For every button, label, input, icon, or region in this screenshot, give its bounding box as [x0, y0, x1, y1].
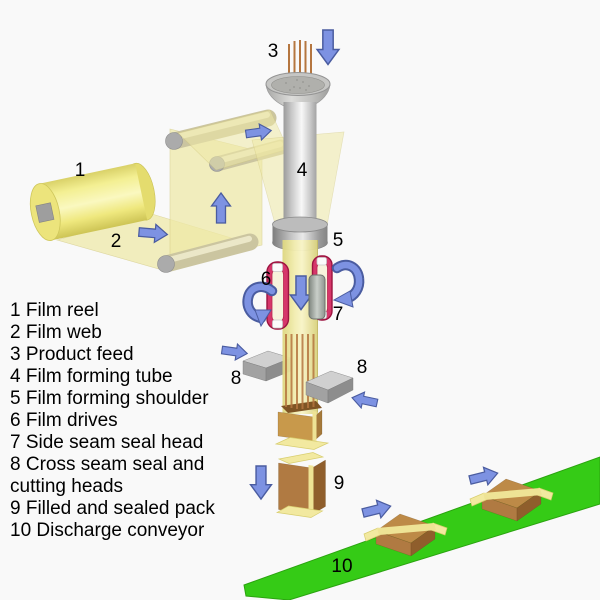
legend-item-filled-pack: 9 Filled and sealed pack: [10, 498, 215, 519]
legend-item-cross-seal: 8 Cross seam seal and cutting heads: [10, 454, 205, 497]
legend-item-product-feed: 3 Product feed: [10, 344, 134, 365]
callout-cross-seal-left: 8: [231, 368, 242, 389]
filled-sealed-pack: [275, 452, 326, 518]
flow-arrow-product-down-icon: [316, 29, 340, 66]
conveyor-pack-2: [469, 478, 554, 522]
rotation-arrow-left-icon: [242, 281, 278, 328]
callout-film-reel: 1: [75, 160, 86, 181]
callout-discharge-conveyor: 10: [331, 556, 352, 577]
flow-arrow-pack-down-icon: [249, 465, 273, 500]
legend-item-discharge-conveyor: 10 Discharge conveyor: [10, 520, 205, 541]
callout-product-feed: 3: [268, 41, 279, 62]
legend: 1 Film reel 2 Film web 3 Product feed 4 …: [10, 300, 248, 542]
legend-item-film-reel: 1 Film reel: [10, 300, 99, 321]
callout-forming-shoulder: 5: [333, 230, 344, 251]
flow-arrow-seal-right-icon: [349, 389, 380, 412]
callout-cross-seal-right: 8: [357, 357, 368, 378]
callout-film-web: 2: [111, 231, 122, 252]
forming-pack: [274, 409, 330, 450]
legend-item-forming-shoulder: 5 Film forming shoulder: [10, 388, 209, 409]
side-seam-seal-head: [308, 274, 326, 320]
film-forming-tube: [283, 102, 317, 230]
callout-film-drives: 6: [261, 269, 272, 290]
funnel-texture: [285, 79, 310, 91]
callout-filled-pack: 9: [334, 473, 345, 494]
legend-item-film-drives: 6 Film drives: [10, 410, 118, 431]
callout-forming-tube: 4: [297, 160, 308, 181]
legend-item-side-seam-seal: 7 Side seam seal head: [10, 432, 204, 453]
legend-item-film-web: 2 Film web: [10, 322, 102, 343]
rotation-arrow-right-icon: [331, 259, 365, 308]
callout-labels: 1 2 3 4 5 6 7 8 8 9 10: [75, 41, 368, 577]
legend-item-forming-tube: 4 Film forming tube: [10, 366, 173, 387]
guide-roller-bottom: [157, 233, 259, 273]
flow-arrow-conveyor-2-icon: [467, 463, 501, 490]
callout-side-seam-seal: 7: [333, 304, 344, 325]
cross-seal-head-right: [305, 370, 354, 404]
feed-funnel: [265, 72, 331, 107]
conveyor-pack-1: [363, 513, 448, 557]
film-reel: [29, 162, 156, 241]
flow-arrow-conveyor-1-icon: [360, 496, 394, 523]
reel-hub: [35, 202, 55, 223]
